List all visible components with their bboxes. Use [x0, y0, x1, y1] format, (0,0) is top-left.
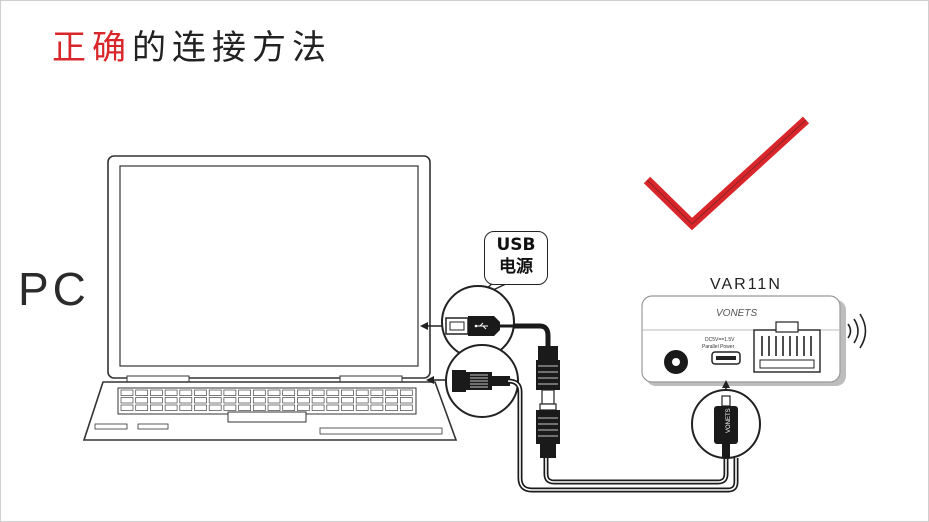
- keyboard-key: [223, 397, 237, 404]
- title-rest: 的连接方法: [132, 28, 332, 68]
- keyboard-key: [208, 397, 222, 404]
- keyboard-key: [385, 404, 398, 411]
- keyboard-key: [120, 404, 134, 411]
- connector-brand: VONETS: [726, 408, 732, 433]
- usb-cable: [514, 323, 551, 346]
- keyboard-key: [267, 404, 281, 411]
- keyboard-key: [194, 389, 207, 396]
- port-label-1: DC5V==1.5V: [705, 337, 735, 343]
- keyboard-key: [208, 404, 222, 411]
- device-var11n: VONETS DC5V==1.5V Parallel Power: [641, 295, 846, 386]
- keyboard-key: [164, 397, 178, 404]
- usb-inline-connector: [536, 346, 560, 458]
- keyboard-key: [179, 397, 193, 404]
- usb-icon: [474, 322, 488, 330]
- usb-arrow-head: [420, 322, 428, 330]
- keyboard-key: [179, 404, 193, 411]
- keyboard-key: [135, 404, 149, 411]
- title-accent: 正确: [52, 28, 132, 68]
- wifi-waves-icon: [847, 313, 867, 349]
- hinge-left: [126, 375, 190, 383]
- keyboard-key: [282, 404, 296, 411]
- keyboard-key: [385, 397, 398, 404]
- keyboard-key: [355, 397, 369, 404]
- keyboard-key: [150, 397, 163, 404]
- port-label-2: Parallel Power: [702, 344, 735, 350]
- touchpad: [227, 411, 307, 423]
- keyboard-key: [194, 397, 207, 404]
- keyboard-key: [370, 404, 384, 411]
- keyboard-key: [399, 404, 413, 411]
- callout-line-1: USB: [496, 235, 536, 255]
- keyboard-key: [341, 404, 354, 411]
- keyboard-key: [282, 397, 296, 404]
- power-cable: [543, 458, 729, 485]
- front-vent-2: [137, 423, 169, 430]
- keyboard-key: [120, 397, 134, 404]
- keyboard-key: [194, 404, 207, 411]
- keyboard-key: [326, 397, 340, 404]
- keyboard-key: [238, 404, 251, 411]
- laptop-screen: [119, 165, 419, 367]
- keyboard-key: [179, 389, 193, 396]
- page-title: 正确的连接方法: [52, 26, 332, 70]
- keyboard-key: [311, 404, 325, 411]
- keyboard-key: [223, 404, 237, 411]
- keyboard-key: [385, 389, 398, 396]
- keyboard-key: [150, 389, 163, 396]
- keyboard-key: [120, 389, 134, 396]
- keyboard-key: [238, 389, 251, 396]
- keyboard-key: [297, 397, 310, 404]
- keyboard-key: [341, 397, 354, 404]
- keyboard-key: [311, 397, 325, 404]
- keyboard-key: [282, 389, 296, 396]
- keyboard-key: [208, 389, 222, 396]
- ethernet-icon: [452, 370, 510, 392]
- keyboard-key: [252, 404, 266, 411]
- keyboard-key: [341, 389, 354, 396]
- keyboard-key: [326, 389, 340, 396]
- check-mark-icon: [643, 116, 810, 231]
- keyboard-key: [150, 404, 163, 411]
- keyboard-key: [311, 389, 325, 396]
- keyboard-key: [399, 389, 413, 396]
- device-brand: VONETS: [716, 308, 757, 319]
- micro-usb-plug: VONETS: [714, 395, 738, 458]
- laptop: [82, 155, 458, 441]
- callout-line-2: 电源: [499, 257, 533, 277]
- front-slot: [319, 427, 443, 435]
- device-model-label: VAR11N: [710, 276, 782, 293]
- keyboard-key: [252, 397, 266, 404]
- keyboard-key: [297, 389, 310, 396]
- keyboard-key: [267, 397, 281, 404]
- keyboard-key: [164, 404, 178, 411]
- keyboard-key: [223, 389, 237, 396]
- keyboard-key: [326, 404, 340, 411]
- cables: [507, 323, 739, 493]
- keyboard-key: [135, 397, 149, 404]
- keyboard-key: [355, 389, 369, 396]
- front-vent-1: [94, 423, 128, 430]
- usb-power-callout: USB 电源: [484, 231, 548, 285]
- rj45-pins: [761, 336, 812, 356]
- keyboard-key: [370, 397, 384, 404]
- keyboard-key: [164, 389, 178, 396]
- keyboard-key: [252, 389, 266, 396]
- keyboard-key: [399, 397, 413, 404]
- pc-label: PC: [18, 263, 90, 315]
- keyboard-key: [135, 389, 149, 396]
- usb-plug: [445, 316, 516, 336]
- keyboard-keys: [120, 389, 413, 411]
- eth-arrow-head: [426, 376, 434, 384]
- device-arrow-head: [722, 380, 730, 388]
- hinge-right: [339, 375, 403, 383]
- keyboard-key: [370, 389, 384, 396]
- keyboard-key: [238, 397, 251, 404]
- keyboard-key: [267, 389, 281, 396]
- keyboard-key: [355, 404, 369, 411]
- keyboard-key: [297, 404, 310, 411]
